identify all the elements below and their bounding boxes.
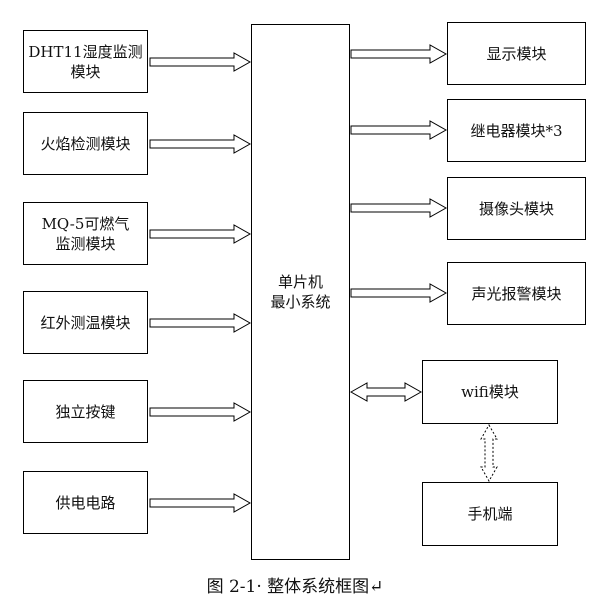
input-arrow-4 xyxy=(149,402,252,422)
ir-temp-module-label: 红外测温模块 xyxy=(40,313,131,332)
input-arrow-2 xyxy=(149,224,252,244)
input-arrow-1 xyxy=(149,134,252,154)
power-module-box: 供电电路 xyxy=(23,471,148,534)
mcu-label: 单片机 最小系统 xyxy=(270,273,331,311)
power-module-label: 供电电路 xyxy=(55,493,116,512)
figure-caption: 图 2-1· 整体系统框图↵ xyxy=(206,577,384,597)
display-module-label: 显示模块 xyxy=(486,44,547,63)
ir-temp-module-box: 红外测温模块 xyxy=(23,291,148,354)
flame-module-box: 火焰检测模块 xyxy=(23,112,148,175)
alarm-module-label: 声光报警模块 xyxy=(471,284,562,303)
alarm-module-box: 声光报警模块 xyxy=(447,262,586,325)
mq5-module-label: MQ-5可燃气 监测模块 xyxy=(41,214,130,253)
wifi-module-box: wifi模块 xyxy=(422,360,558,424)
dht11-module-box: DHT11湿度监测 模块 xyxy=(23,30,148,93)
relay-module-label: 继电器模块*3 xyxy=(470,121,563,140)
mcu-box: 单片机 最小系统 xyxy=(251,24,350,560)
input-arrow-5 xyxy=(149,493,252,513)
output-arrow-0 xyxy=(350,44,448,64)
wifi-module-label: wifi模块 xyxy=(461,383,519,401)
key-module-label: 独立按键 xyxy=(55,402,116,421)
input-arrow-3 xyxy=(149,313,252,333)
key-module-box: 独立按键 xyxy=(23,380,148,443)
flame-module-label: 火焰检测模块 xyxy=(40,134,131,153)
phone-label: 手机端 xyxy=(467,505,513,523)
output-arrow-1 xyxy=(350,120,448,140)
dht11-module-label: DHT11湿度监测 模块 xyxy=(28,42,143,81)
relay-module-box: 继电器模块*3 xyxy=(447,99,586,162)
wifi-phone-arrow xyxy=(480,423,498,483)
output-arrow-3 xyxy=(350,283,448,303)
camera-module-label: 摄像头模块 xyxy=(478,199,554,218)
phone-box: 手机端 xyxy=(422,482,558,546)
output-arrow-2 xyxy=(350,198,448,218)
mq5-module-box: MQ-5可燃气 监测模块 xyxy=(23,202,148,265)
display-module-box: 显示模块 xyxy=(447,22,586,85)
camera-module-box: 摄像头模块 xyxy=(447,177,586,240)
mcu-wifi-arrow xyxy=(349,382,423,402)
input-arrow-0 xyxy=(149,52,252,72)
